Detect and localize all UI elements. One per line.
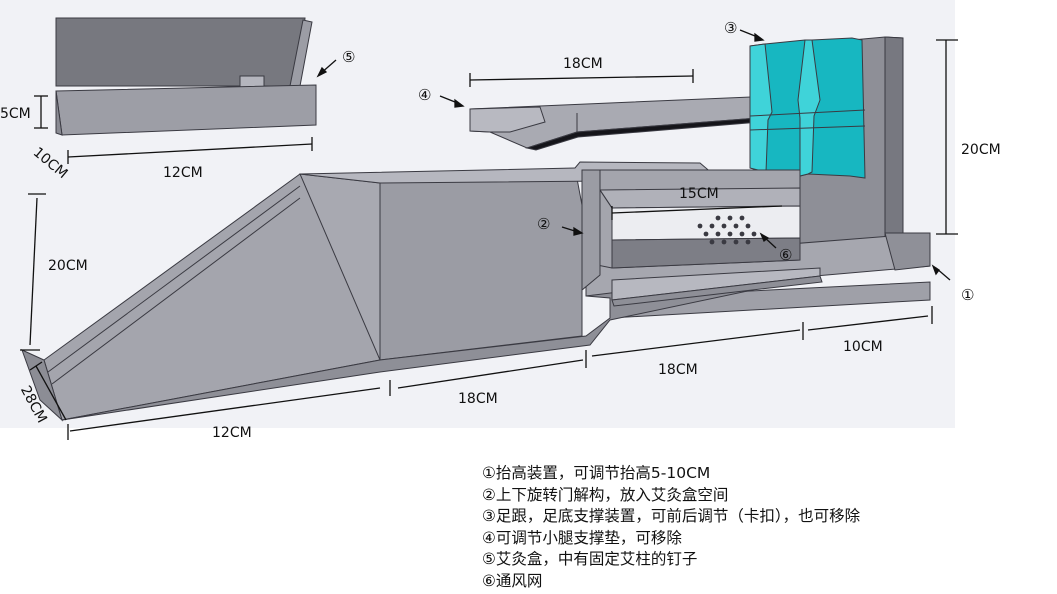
dim-bottom-12: 12CM xyxy=(212,425,252,441)
marker-1: ① xyxy=(961,286,974,304)
legend-item-3: ③足跟，足底支撑装置，可前后调节（卡扣），也可移除 xyxy=(482,507,861,526)
dim-bottom-18-a: 18CM xyxy=(458,391,498,407)
dimension-lines xyxy=(20,39,958,440)
marker-5: ⑤ xyxy=(342,48,355,66)
dim-box-height: 5CM xyxy=(0,106,31,122)
dim-top-pad-width: 18CM xyxy=(563,56,603,72)
marker-3: ③ xyxy=(724,19,737,37)
legend-item-4: ④可调节小腿支撑垫，可移除 xyxy=(482,528,682,547)
pointer-arrow-icon xyxy=(316,29,951,281)
main-body xyxy=(21,161,931,422)
legend-item-1: ①抬高装置，可调节抬高5-10CM xyxy=(482,464,711,482)
moxa-box xyxy=(55,17,317,136)
vent-holes-icon xyxy=(697,215,757,245)
marker-2: ② xyxy=(537,215,550,233)
heel-support xyxy=(749,36,904,253)
legend-item-6: ⑥通风网 xyxy=(482,571,543,590)
legend-item-5: ⑤艾灸盒，中有固定艾柱的钉子 xyxy=(482,550,698,569)
marker-6: ⑥ xyxy=(779,246,792,264)
legend: ①抬高装置，可调节抬高5-10CM ②上下旋转门解构，放入艾灸盒空间 ③足跟，足… xyxy=(482,463,1042,593)
dim-left-height: 20CM xyxy=(48,258,88,274)
dim-right-height: 20CM xyxy=(961,142,1001,158)
marker-4: ④ xyxy=(418,86,431,104)
dim-box-width: 12CM xyxy=(163,165,203,181)
dim-bottom-10: 10CM xyxy=(843,339,883,355)
dim-inner-box-width: 15CM xyxy=(679,186,719,202)
dim-bottom-18-b: 18CM xyxy=(658,362,698,378)
legend-item-2: ②上下旋转门解构，放入艾灸盒空间 xyxy=(482,485,729,504)
